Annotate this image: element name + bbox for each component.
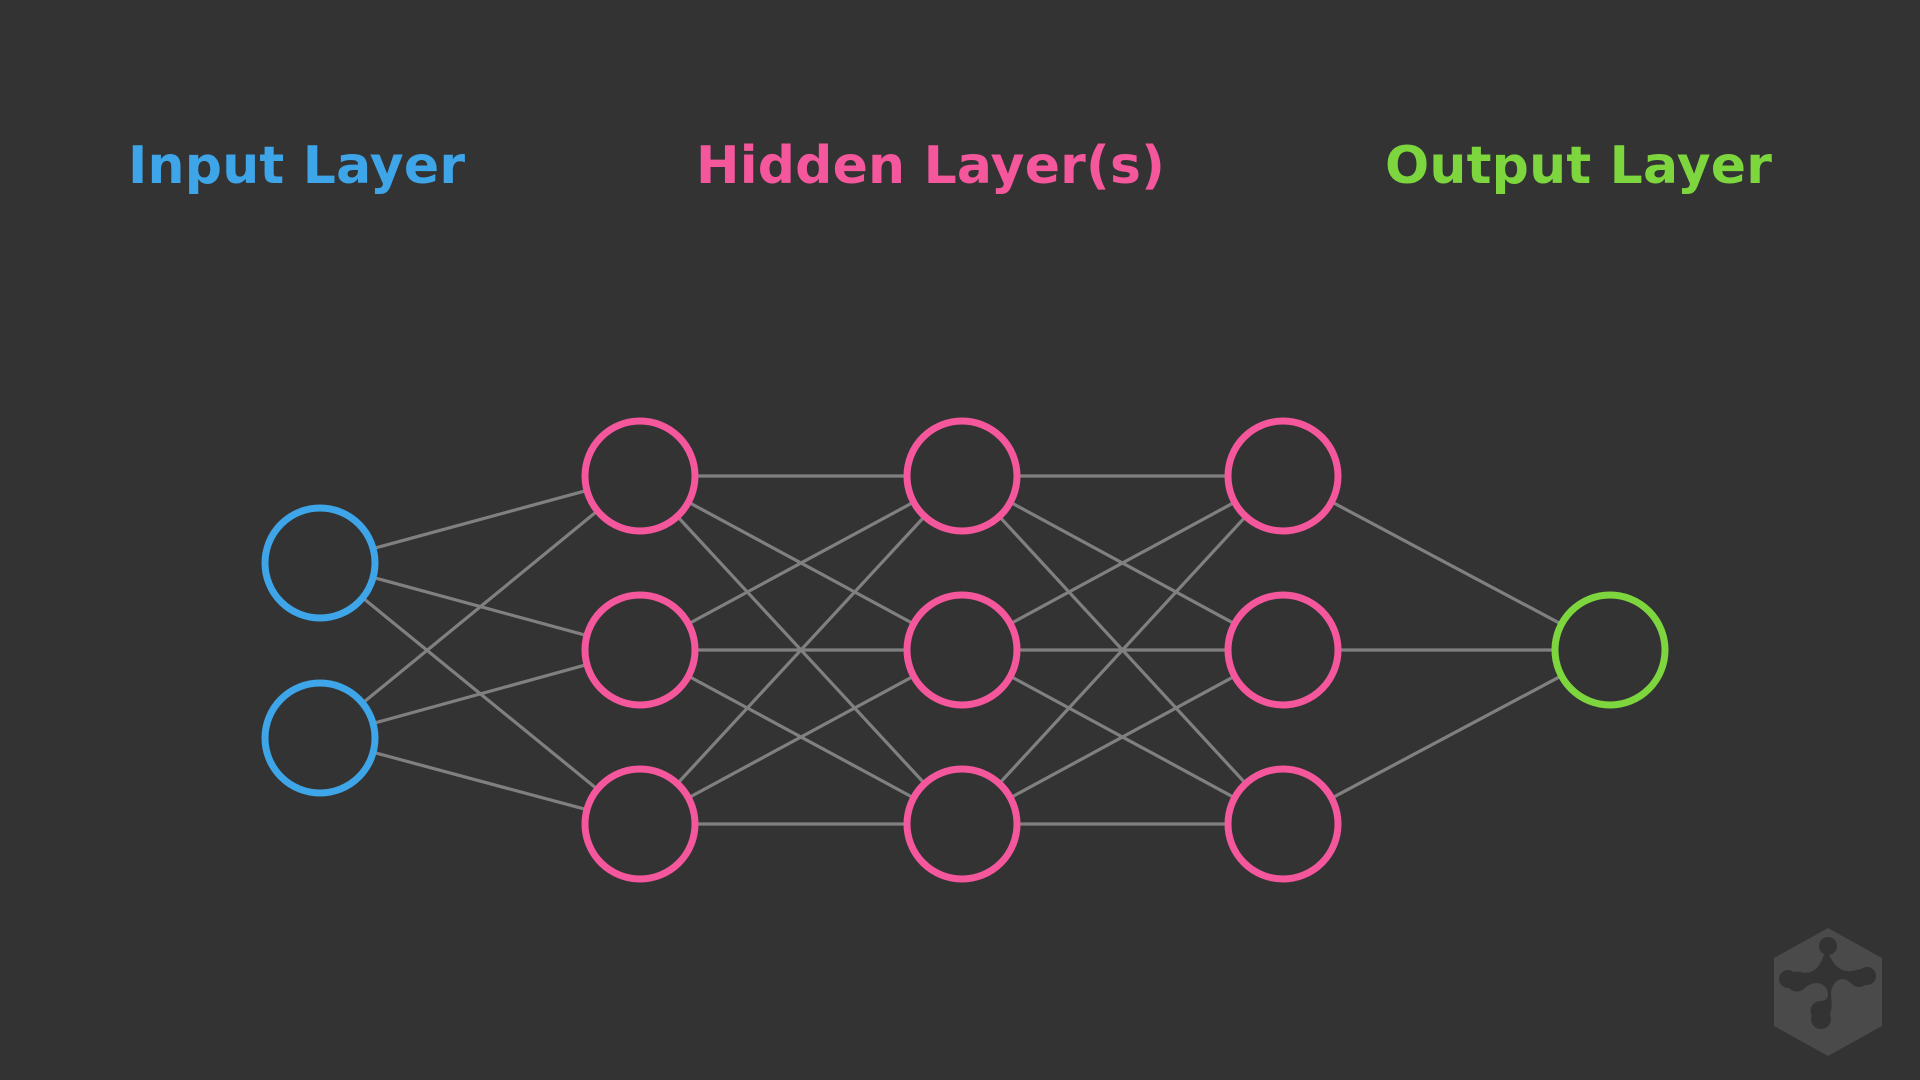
neuron-node-h2_1 [903,417,1021,535]
neuron-node-h1_2 [581,591,699,709]
connection-edge [371,750,589,812]
neuron-node-h3_3 [1224,765,1342,883]
watermark-logo [1774,928,1882,1056]
connection-edge [1329,674,1564,800]
node-group [261,417,1669,883]
connection-edge [371,662,589,726]
neuron-node-h3_1 [1224,417,1342,535]
connection-edge [686,674,916,800]
connection-edge [675,514,927,786]
neuron-node-h2_2 [903,591,1021,709]
neuron-node-i1 [261,504,379,622]
edge-group [360,474,1564,826]
neuron-node-h1_1 [581,417,699,535]
neuron-node-i2 [261,679,379,797]
connection-edge [686,500,916,626]
connection-edge [371,488,589,551]
neuron-node-h3_2 [1224,591,1342,709]
neuron-node-h2_3 [903,765,1021,883]
neuron-node-h1_3 [581,765,699,883]
connection-edge [1008,500,1237,626]
neuron-node-o1 [1551,591,1669,709]
connection-edge [360,509,600,705]
connection-edge [997,514,1248,786]
connection-edge [1008,674,1237,800]
connection-edge [1329,500,1564,626]
